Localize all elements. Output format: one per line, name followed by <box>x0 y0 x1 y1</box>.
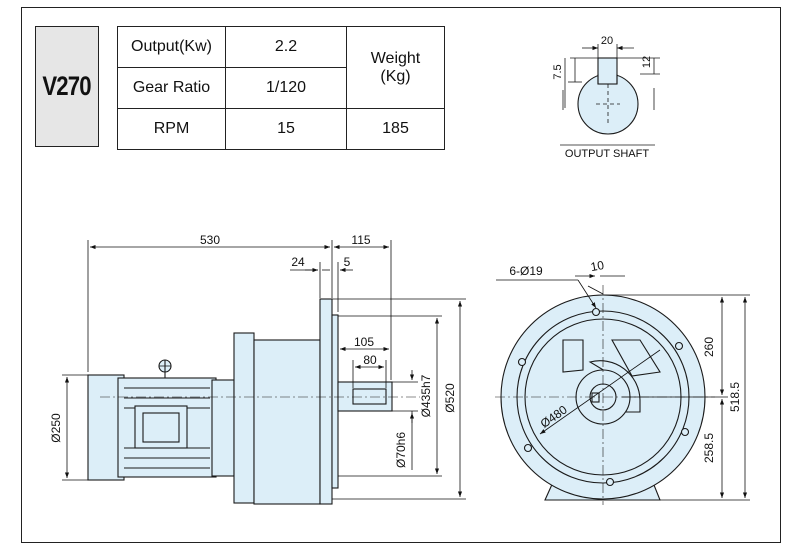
dim-shaft-diameter: Ø70h6 <box>394 432 408 468</box>
shaft-key <box>597 57 618 85</box>
output-label: Output(Kw) <box>117 26 226 68</box>
shaft-key-width: 20 <box>601 35 613 47</box>
weight-label: Weight (Kg) <box>346 26 445 109</box>
side-view-dimensions <box>62 240 466 500</box>
output-value: 2.2 <box>225 26 347 68</box>
output-flange <box>319 298 333 505</box>
weight-label-line1: Weight <box>370 49 421 67</box>
dim-lower-height: 258.5 <box>702 433 716 463</box>
bolt-hole <box>591 307 601 317</box>
model-label: V270 <box>42 71 92 101</box>
output-shaft-caption: OUTPUT SHAFT <box>565 148 649 160</box>
dim-105: 105 <box>354 335 374 349</box>
front-view-dimensions <box>496 273 750 501</box>
dim-5: 5 <box>344 255 351 269</box>
dim-spigot-diameter: Ø435h7 <box>419 374 433 417</box>
side-view <box>87 298 420 505</box>
dim-80: 80 <box>363 353 377 367</box>
gear-housing <box>253 339 321 505</box>
output-shaft-detail <box>560 44 660 146</box>
bolt-hole <box>517 357 527 367</box>
table-row: Output(Kw) 2.2 Weight (Kg) <box>117 26 445 109</box>
weight-label-line2: (Kg) <box>380 67 411 85</box>
shaft-left-dim: 7.5 <box>552 64 564 79</box>
dim-24: 24 <box>291 255 305 269</box>
dim-upper-height: 260 <box>702 337 716 357</box>
front-view <box>495 285 715 505</box>
table-row: Gear Ratio 1/120 <box>117 67 445 109</box>
dim-115: 115 <box>351 233 370 247</box>
bolt-hole <box>680 427 690 437</box>
bolt-hole <box>605 477 615 487</box>
drawing-frame <box>21 7 781 543</box>
dim-holes: 6-Ø19 <box>509 264 543 278</box>
dim-hole-offset: 10 <box>590 258 606 274</box>
table-row: RPM 15 185 <box>117 108 445 150</box>
model-badge: V270 <box>35 26 99 147</box>
bolt-hole <box>523 443 533 453</box>
dim-530: 530 <box>200 233 220 247</box>
weight-value: 185 <box>346 108 445 150</box>
gear-housing-inlet <box>233 332 255 504</box>
dim-total-height: 518.5 <box>728 382 742 412</box>
spec-table: Output(Kw) 2.2 Weight (Kg) Gear Ratio 1/… <box>117 26 445 150</box>
gear-ratio-value: 1/120 <box>225 67 347 109</box>
dim-flange-diameter: Ø520 <box>443 383 457 413</box>
dim-motor-diameter: Ø250 <box>49 413 63 443</box>
bolt-hole <box>674 341 684 351</box>
shaft-right-dim: 12 <box>641 56 653 68</box>
